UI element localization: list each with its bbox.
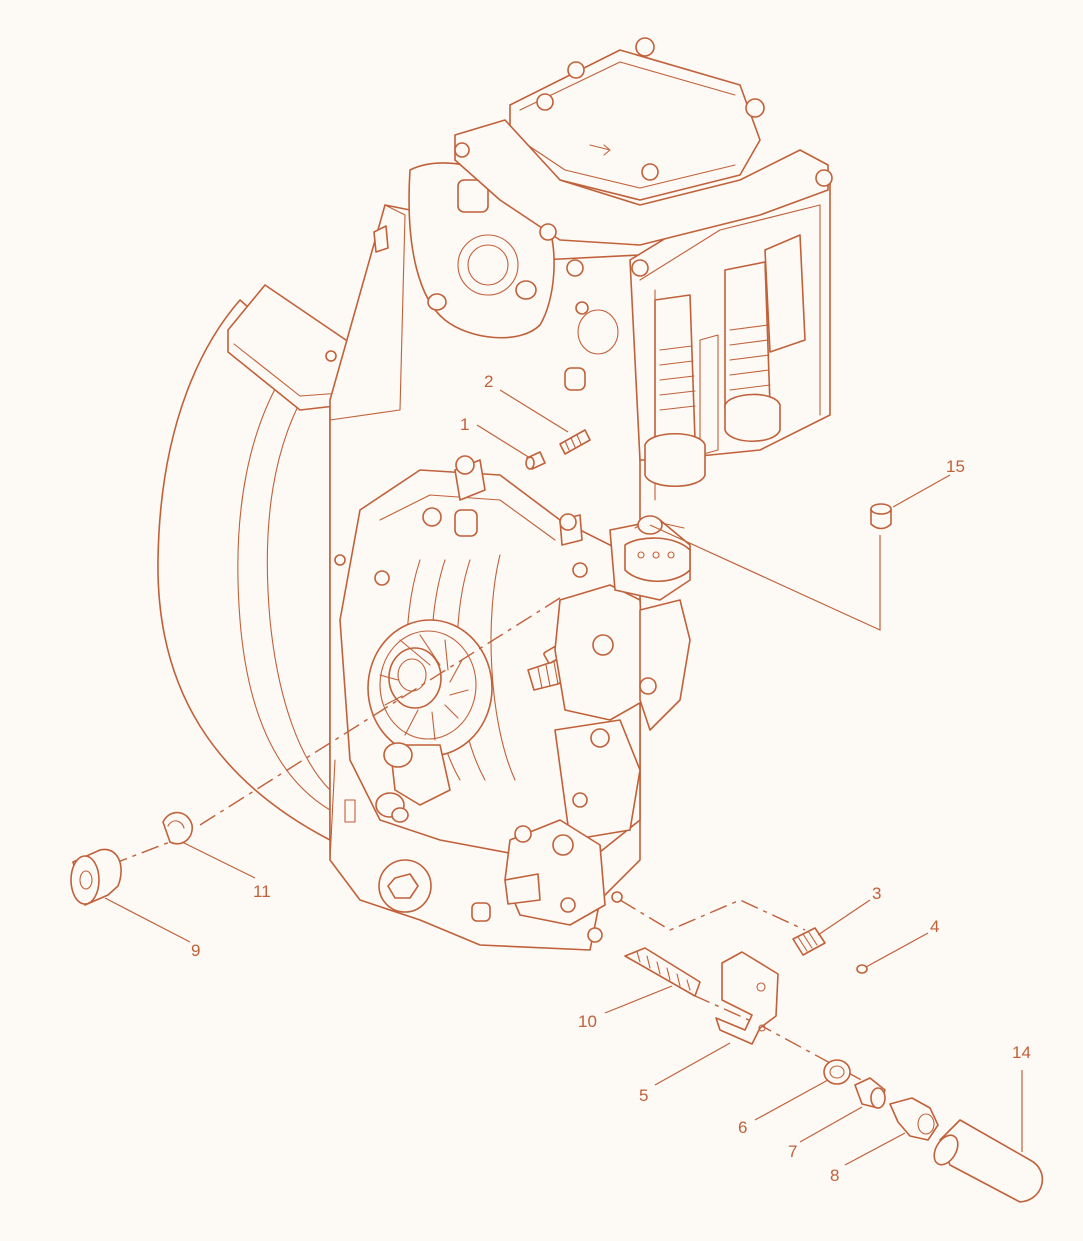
callout-3: 3 (872, 884, 881, 903)
part-6-spring-seat (823, 1059, 851, 1085)
callout-15: 15 (946, 457, 965, 476)
part-5-bracket (715, 951, 779, 1045)
crank-pulley (367, 619, 493, 757)
callout-7: 7 (788, 1142, 797, 1161)
part-8-fitting (889, 1097, 939, 1141)
callout-10: 10 (578, 1012, 597, 1031)
callout-11: 11 (253, 882, 271, 901)
part-7-sleeve (854, 1077, 886, 1109)
callout-9: 9 (191, 941, 200, 960)
leader-lines (104, 389, 1023, 1166)
part-10-spring (624, 947, 701, 997)
part-1-set-screw (525, 451, 546, 470)
callout-numbers: 1 2 3 4 5 6 7 8 9 10 11 14 15 (191, 372, 1031, 1185)
part-9-bushing (70, 848, 122, 906)
callout-1: 1 (460, 415, 469, 434)
callout-5: 5 (639, 1086, 648, 1105)
assembly-lines (109, 524, 881, 1091)
part-15-cap (870, 503, 892, 530)
engine-assembly (157, 37, 833, 951)
callout-8: 8 (830, 1166, 839, 1185)
part-3-spring (792, 927, 826, 956)
callout-6: 6 (738, 1118, 747, 1137)
part-11-retainer (162, 811, 193, 845)
part-14-sleeve (933, 1119, 1044, 1203)
flywheel-housing (157, 299, 331, 841)
push-rod-left (654, 294, 696, 455)
part-2-stud (559, 429, 591, 455)
callout-2: 2 (484, 372, 493, 391)
callout-4: 4 (930, 917, 939, 936)
part-4-nut (856, 964, 868, 974)
callout-14: 14 (1012, 1043, 1031, 1062)
